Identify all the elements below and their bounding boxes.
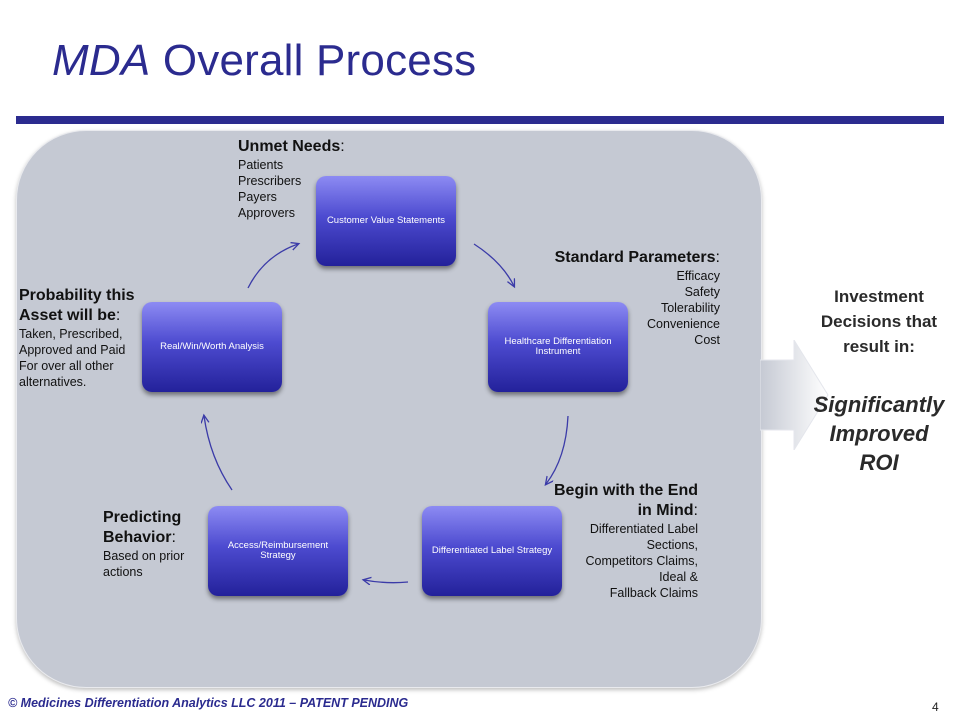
predicting-behavior-label: Predicting Behavior: Based on prior acti…	[103, 508, 184, 580]
roi-line: Improved	[829, 421, 929, 446]
roi-line: ROI	[859, 450, 899, 475]
begin-item: Competitors Claims,	[585, 554, 698, 568]
standard-item: Tolerability	[660, 301, 720, 315]
begin-item: Differentiated Label	[589, 522, 698, 536]
begin-with-end-heading-2: in Mind:	[637, 502, 698, 519]
standard-item: Cost	[694, 333, 720, 347]
real-win-worth-label: Real/Win/Worth Analysis	[160, 340, 264, 352]
page-number: 4	[932, 700, 939, 714]
healthcare-differentiation-box: Healthcare Differentiation Instrument	[488, 302, 628, 392]
unmet-needs-label: Unmet Needs: Patients Prescribers Payers…	[238, 137, 345, 221]
predicting-item: actions	[103, 565, 143, 579]
title-divider	[16, 116, 944, 124]
standard-item: Efficacy	[676, 269, 720, 283]
investment-line: result in:	[843, 337, 915, 356]
predicting-behavior-heading: Predicting	[103, 509, 182, 526]
predicting-behavior-heading-2: Behavior:	[103, 529, 176, 546]
roi-line: Significantly	[813, 392, 945, 417]
copyright-footer: © Medicines Differentiation Analytics LL…	[8, 696, 409, 710]
probability-item: Approved and Paid	[19, 343, 126, 357]
customer-value-statements-box: Customer Value Statements	[316, 176, 456, 266]
customer-value-statements-label: Customer Value Statements	[326, 214, 446, 226]
standard-item: Safety	[684, 285, 720, 299]
access-reimbursement-label: Access/Reimbursement Strategy	[227, 539, 329, 561]
investment-line: Decisions that	[820, 312, 938, 331]
investment-line: Investment	[834, 287, 924, 306]
begin-item: Fallback Claims	[609, 586, 698, 600]
unmet-needs-heading: Unmet Needs:	[238, 138, 345, 155]
real-win-worth-box: Real/Win/Worth Analysis	[142, 302, 282, 392]
slide-title: MDA Overall Process	[52, 36, 476, 86]
begin-item: Sections,	[646, 538, 698, 552]
unmet-item: Patients	[238, 158, 284, 172]
probability-item: alternatives.	[19, 375, 87, 389]
improved-roi-text: Significantly Improved ROI	[800, 390, 958, 477]
probability-label: Probability this Asset will be: Taken, P…	[19, 286, 135, 390]
probability-heading: Probability this	[19, 287, 135, 304]
unmet-item: Prescribers	[238, 174, 302, 188]
probability-heading-2: Asset will be:	[19, 307, 121, 324]
begin-with-end-label: Begin with the End in Mind: Differentiat…	[554, 481, 698, 601]
begin-with-end-heading: Begin with the End	[554, 482, 698, 499]
title-prefix: MDA	[52, 36, 151, 85]
investment-decisions-text: Investment Decisions that result in:	[800, 284, 958, 359]
standard-parameters-label: Standard Parameters: Efficacy Safety Tol…	[555, 248, 720, 348]
healthcare-differentiation-label: Healthcare Differentiation Instrument	[504, 335, 612, 357]
probability-item: For over all other	[19, 359, 114, 373]
access-reimbursement-box: Access/Reimbursement Strategy	[208, 506, 348, 596]
differentiated-label-box: Differentiated Label Strategy	[422, 506, 562, 596]
unmet-item: Payers	[238, 190, 277, 204]
differentiated-label-label: Differentiated Label Strategy	[431, 544, 553, 556]
standard-item: Convenience	[647, 317, 720, 331]
begin-item: Ideal &	[659, 570, 698, 584]
predicting-item: Based on prior	[103, 549, 185, 563]
result-arrow	[760, 340, 829, 450]
unmet-item: Approvers	[238, 206, 295, 220]
probability-item: Taken, Prescribed,	[19, 327, 123, 341]
standard-parameters-heading: Standard Parameters:	[554, 249, 720, 266]
title-rest: Overall Process	[150, 36, 477, 85]
